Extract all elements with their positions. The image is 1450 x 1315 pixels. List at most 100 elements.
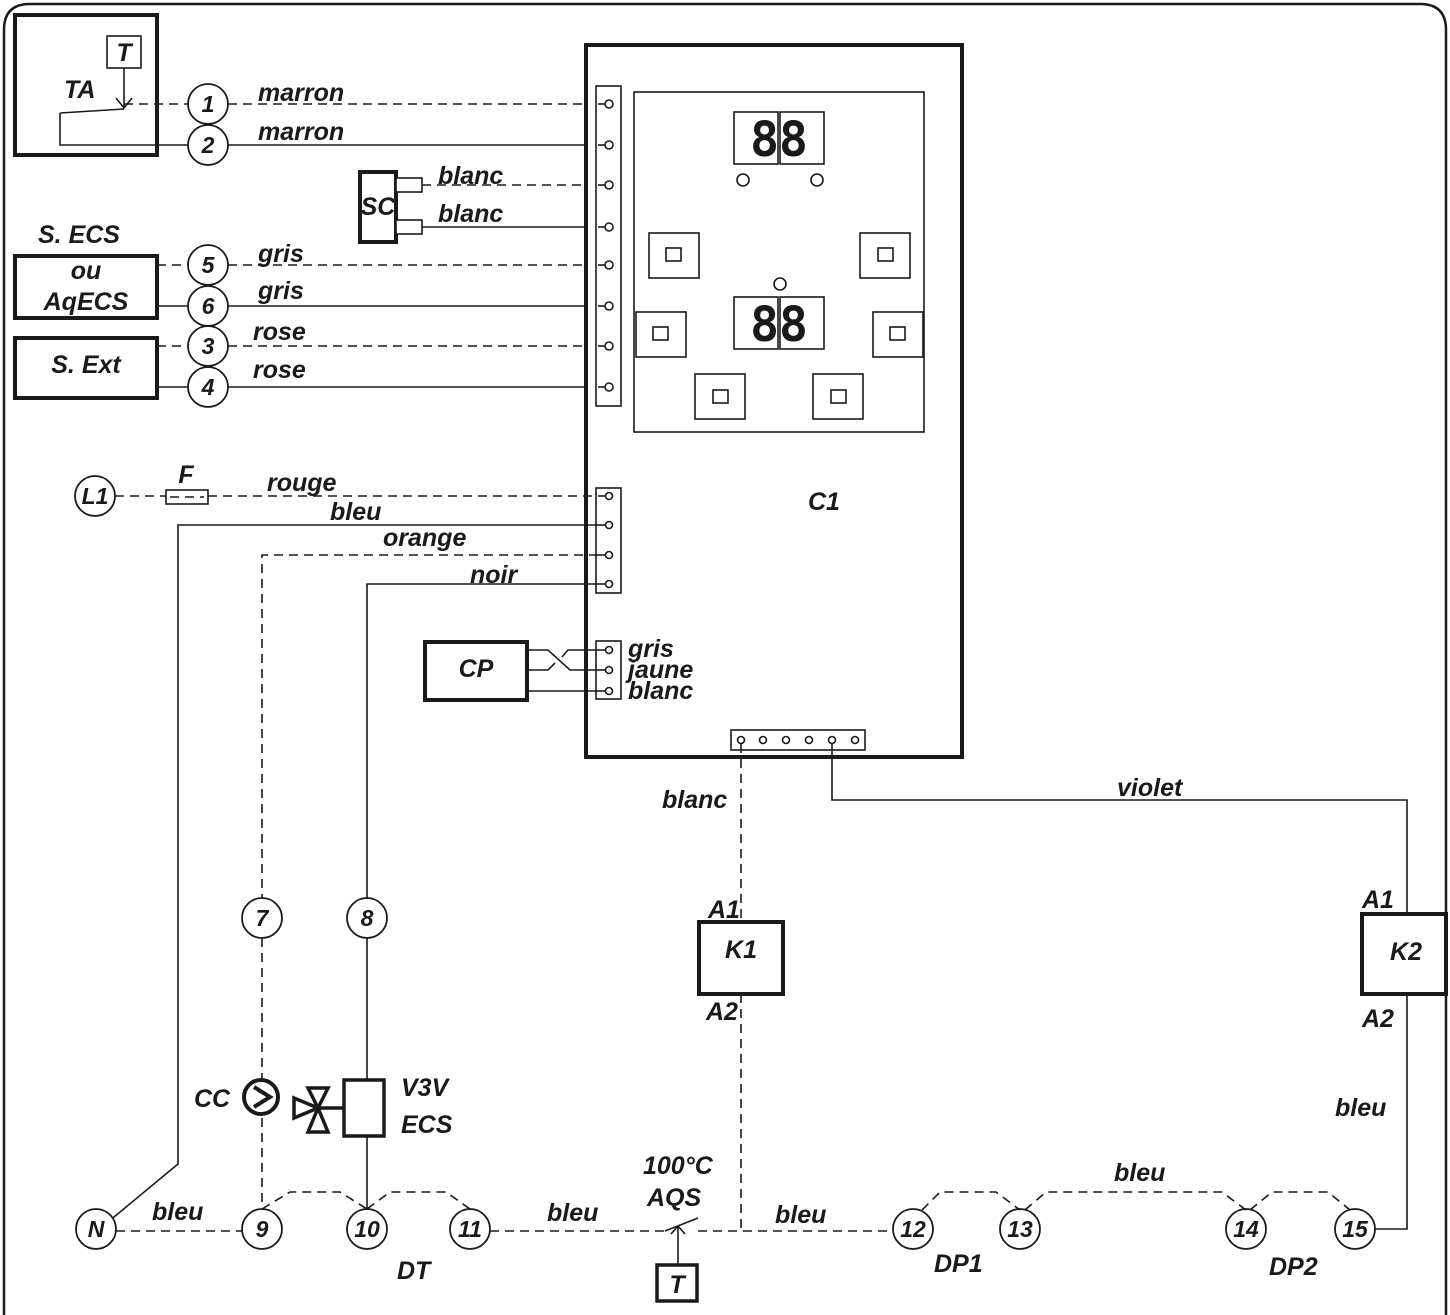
svg-text:100°C: 100°C bbox=[643, 1152, 714, 1180]
svg-text:CC: CC bbox=[194, 1085, 231, 1113]
svg-text:DP2: DP2 bbox=[1269, 1253, 1318, 1281]
panel-button-3[interactable] bbox=[635, 311, 687, 358]
svg-text:T: T bbox=[669, 1271, 687, 1299]
led-center bbox=[773, 277, 787, 291]
wire-label-marron-1: marron bbox=[258, 79, 344, 107]
svg-text:12: 12 bbox=[900, 1216, 926, 1242]
wire-label-cp-blanc: blanc bbox=[628, 677, 693, 705]
terminal-1: 1 bbox=[187, 83, 229, 125]
terminal-14: 14 bbox=[1225, 1208, 1267, 1250]
wire-label-noir: noir bbox=[470, 561, 518, 589]
wire-label-blanc-k1: blanc bbox=[662, 786, 727, 814]
connector-strip-sensors bbox=[595, 85, 622, 407]
dp1-pressure-switch: DP1 bbox=[921, 1191, 1021, 1278]
terminal-11: 11 bbox=[449, 1208, 491, 1250]
wire-label-gris-6: gris bbox=[257, 277, 304, 305]
wire-label-bleu-12: bleu bbox=[775, 1201, 826, 1229]
sc-sensor: SC blanc blanc bbox=[358, 162, 598, 244]
svg-text:8: 8 bbox=[361, 905, 374, 931]
terminal-7: 7 bbox=[241, 897, 283, 939]
wire-label-violet: violet bbox=[1117, 774, 1184, 802]
s-ecs-aqecs-label: AqECS bbox=[43, 288, 129, 316]
wire-label-marron-2: marron bbox=[258, 118, 344, 146]
svg-text:11: 11 bbox=[458, 1216, 482, 1242]
wire-label-rose-3: rose bbox=[253, 318, 306, 346]
svg-text:V3V: V3V bbox=[401, 1074, 451, 1102]
ta-label: TA bbox=[64, 76, 95, 104]
aqs-thermostat-switch: T 100°C AQS bbox=[643, 1152, 714, 1303]
svg-text:DT: DT bbox=[397, 1257, 433, 1285]
svg-text:A1: A1 bbox=[1361, 886, 1394, 914]
wire-label-rouge: rouge bbox=[267, 469, 337, 497]
wire-label-gris-5: gris bbox=[257, 240, 304, 268]
cp-component: CP bbox=[423, 640, 598, 702]
s-ext-label: S. Ext bbox=[51, 351, 122, 379]
wire-label-bleu-n: bleu bbox=[330, 498, 381, 526]
svg-text:15: 15 bbox=[1342, 1216, 1369, 1242]
s-ecs-ou-label: ou bbox=[71, 257, 102, 285]
terminal-l1: L1 bbox=[74, 475, 116, 517]
sc-label: SC bbox=[361, 193, 397, 221]
wire-label-rose-4: rose bbox=[253, 356, 306, 384]
display-bottom-digits: 88 bbox=[750, 297, 808, 353]
svg-text:AQS: AQS bbox=[646, 1184, 702, 1212]
ta-room-thermostat: T TA bbox=[13, 13, 188, 157]
svg-text:A1: A1 bbox=[707, 896, 740, 924]
panel-button-6[interactable] bbox=[812, 373, 864, 420]
wire-label-bleu-top: bleu bbox=[1114, 1159, 1165, 1187]
wire-label-cp-gris: gris bbox=[627, 635, 674, 663]
connector-strip-bottom bbox=[730, 729, 866, 751]
s-ext-sensor: S. Ext bbox=[13, 336, 159, 400]
c1-label: C1 bbox=[808, 488, 840, 516]
terminal-n: N bbox=[75, 1208, 117, 1250]
ta-t-label: T bbox=[116, 39, 134, 67]
panel-button-1[interactable] bbox=[648, 232, 700, 279]
terminal-12: 12 bbox=[892, 1208, 934, 1250]
svg-text:K2: K2 bbox=[1390, 938, 1422, 966]
terminal-3: 3 bbox=[187, 325, 229, 367]
svg-text:5: 5 bbox=[202, 252, 216, 278]
svg-text:14: 14 bbox=[1233, 1216, 1259, 1242]
svg-text:4: 4 bbox=[201, 374, 215, 400]
wire-label-orange: orange bbox=[383, 524, 466, 552]
svg-text:6: 6 bbox=[202, 293, 215, 319]
dp2-pressure-switch: DP2 bbox=[1249, 1191, 1351, 1281]
panel-button-4[interactable] bbox=[872, 311, 924, 358]
svg-text:2: 2 bbox=[201, 132, 215, 158]
wire-label-bleu-11: bleu bbox=[547, 1199, 598, 1227]
terminal-5: 5 bbox=[187, 244, 229, 286]
led-right bbox=[810, 173, 824, 187]
terminal-6: 6 bbox=[187, 285, 229, 327]
terminal-8: 8 bbox=[346, 897, 388, 939]
svg-text:F: F bbox=[178, 461, 194, 489]
s-ecs-label: S. ECS bbox=[38, 221, 120, 249]
panel-button-2[interactable] bbox=[859, 232, 911, 279]
s-ecs-sensor: S. ECS ou AqECS bbox=[13, 221, 159, 320]
terminal-15: 15 bbox=[1334, 1208, 1376, 1250]
fuse-f: F bbox=[165, 461, 209, 505]
terminal-9: 9 bbox=[241, 1208, 283, 1250]
svg-text:CP: CP bbox=[459, 655, 494, 683]
svg-text:13: 13 bbox=[1007, 1216, 1033, 1242]
svg-text:N: N bbox=[88, 1216, 105, 1242]
svg-text:DP1: DP1 bbox=[934, 1250, 983, 1278]
connector-strip-power bbox=[595, 487, 622, 594]
svg-text:7: 7 bbox=[256, 905, 270, 931]
terminal-4: 4 bbox=[187, 366, 229, 408]
svg-text:A2: A2 bbox=[705, 998, 738, 1026]
relay-k1: K1 A1 A2 bbox=[697, 896, 785, 1026]
svg-text:3: 3 bbox=[202, 333, 215, 359]
svg-text:A2: A2 bbox=[1361, 1005, 1394, 1033]
relay-k2: K2 A1 A2 bbox=[1360, 886, 1448, 1033]
panel-button-5[interactable] bbox=[694, 373, 746, 420]
wire-label-cp-jaune: jaune bbox=[625, 656, 693, 684]
svg-text:10: 10 bbox=[354, 1216, 380, 1242]
svg-text:K1: K1 bbox=[725, 936, 757, 964]
v3v-ecs-valve: V3V ECS bbox=[292, 1074, 453, 1139]
svg-text:9: 9 bbox=[256, 1216, 269, 1242]
terminal-10: 10 bbox=[346, 1208, 388, 1250]
terminal-2: 2 bbox=[187, 124, 229, 166]
wire-label-bleu-n9: bleu bbox=[152, 1198, 203, 1226]
